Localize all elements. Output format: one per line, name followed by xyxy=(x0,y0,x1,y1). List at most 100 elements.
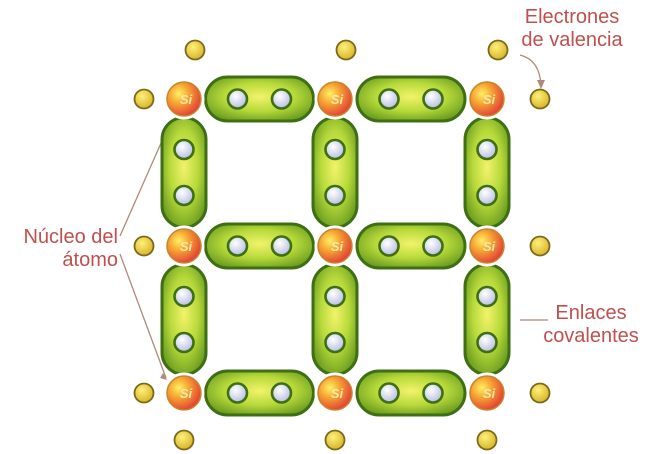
nucleus-body xyxy=(469,228,505,264)
vertical-bond xyxy=(463,116,511,229)
bond-capsule xyxy=(311,116,359,229)
bond-capsule xyxy=(355,75,467,123)
silicon-nucleus: Si xyxy=(314,225,356,267)
bond-capsule xyxy=(355,369,467,417)
bonds-label-line2: covalentes xyxy=(543,325,639,347)
atom-symbol: Si xyxy=(331,92,344,107)
bond-electron xyxy=(226,235,249,257)
valence-electron xyxy=(529,382,551,404)
nucleus-body xyxy=(166,228,202,264)
atom-symbol: Si xyxy=(483,386,496,401)
silicon-nucleus: Si xyxy=(466,78,508,120)
bond-capsule xyxy=(311,263,359,376)
bond-capsule xyxy=(204,75,315,123)
bond-electron xyxy=(226,88,249,110)
valence-electron xyxy=(324,429,346,451)
silicon-nucleus: Si xyxy=(163,225,205,267)
valence-electron xyxy=(133,235,155,257)
bond-electron xyxy=(173,184,195,207)
bond-electron xyxy=(173,285,195,308)
vertical-bond xyxy=(311,116,359,229)
horizontal-bond xyxy=(355,75,467,123)
valence-electron xyxy=(529,235,551,257)
silicon-nucleus: Si xyxy=(466,372,508,414)
nucleus-body xyxy=(317,375,353,411)
horizontal-bond xyxy=(204,222,315,270)
valence-electron xyxy=(173,429,195,451)
silicon-nucleus: Si xyxy=(314,78,356,120)
horizontal-bond xyxy=(204,75,315,123)
bonds-label-line1: Enlaces xyxy=(555,302,627,324)
bond-electron xyxy=(476,184,498,207)
valence-electron xyxy=(184,39,206,61)
nucleus-label-line1: Núcleo del xyxy=(23,226,118,248)
bond-capsule xyxy=(463,116,511,229)
covalent-bonds xyxy=(160,75,511,417)
valence-electron xyxy=(335,39,357,61)
bond-electron xyxy=(324,331,346,354)
bond-electron xyxy=(270,382,293,404)
valence-electron xyxy=(476,429,498,451)
atom-symbol: Si xyxy=(331,386,344,401)
bond-capsule xyxy=(204,222,315,270)
bond-electron xyxy=(378,88,400,110)
valence-label-line2: de valencia xyxy=(521,29,623,51)
bond-electron xyxy=(173,331,195,354)
valence-electrons-label: Electrones de valencia xyxy=(510,6,634,52)
bond-electron xyxy=(476,138,498,161)
bond-electron xyxy=(476,331,498,354)
silicon-nucleus: Si xyxy=(163,78,205,120)
bond-capsule xyxy=(204,369,315,417)
vertical-bond xyxy=(463,263,511,376)
valence-electron xyxy=(133,382,155,404)
bond-electron xyxy=(422,235,444,257)
free-valence-electrons xyxy=(133,39,551,451)
atom-symbol: Si xyxy=(180,92,193,107)
nucleus-body xyxy=(317,81,353,117)
bond-electron xyxy=(324,138,346,161)
bond-electron xyxy=(422,88,444,110)
silicon-nucleus: Si xyxy=(163,372,205,414)
horizontal-bond xyxy=(355,222,467,270)
nucleus-body xyxy=(317,228,353,264)
atom-symbol: Si xyxy=(483,92,496,107)
horizontal-bond xyxy=(204,369,315,417)
valence-leader-arrowhead xyxy=(537,80,545,89)
atom-symbol: Si xyxy=(180,386,193,401)
bond-electron xyxy=(270,235,293,257)
bond-capsule xyxy=(463,263,511,376)
horizontal-bond xyxy=(355,369,467,417)
valence-electron xyxy=(133,88,155,110)
nucleus-body xyxy=(166,81,202,117)
bond-capsule xyxy=(355,222,467,270)
silicon-nucleus: Si xyxy=(466,225,508,267)
nucleus-body xyxy=(469,375,505,411)
nucleus-leader-lower xyxy=(119,253,167,379)
silicon-nucleus: Si xyxy=(314,372,356,414)
bond-electron xyxy=(324,184,346,207)
atom-symbol: Si xyxy=(331,239,344,254)
nucleus-body xyxy=(166,375,202,411)
nucleus-label: Núcleo del átomo xyxy=(0,226,118,272)
bond-electron xyxy=(324,285,346,308)
nucleus-label-line2: átomo xyxy=(62,249,118,271)
bond-electron xyxy=(270,88,293,110)
vertical-bond xyxy=(160,116,208,229)
bond-electron xyxy=(378,382,400,404)
bond-electron xyxy=(226,382,249,404)
bond-electron xyxy=(422,382,444,404)
nucleus-leader-arrowhead xyxy=(160,373,167,380)
nucleus-body xyxy=(469,81,505,117)
bond-electron xyxy=(476,285,498,308)
vertical-bond xyxy=(311,263,359,376)
bond-capsule xyxy=(160,116,208,229)
atom-symbol: Si xyxy=(180,239,193,254)
bond-electron xyxy=(378,235,400,257)
valence-electron xyxy=(529,88,551,110)
bond-electron xyxy=(173,138,195,161)
vertical-bond xyxy=(160,263,208,376)
atom-symbol: Si xyxy=(483,239,496,254)
